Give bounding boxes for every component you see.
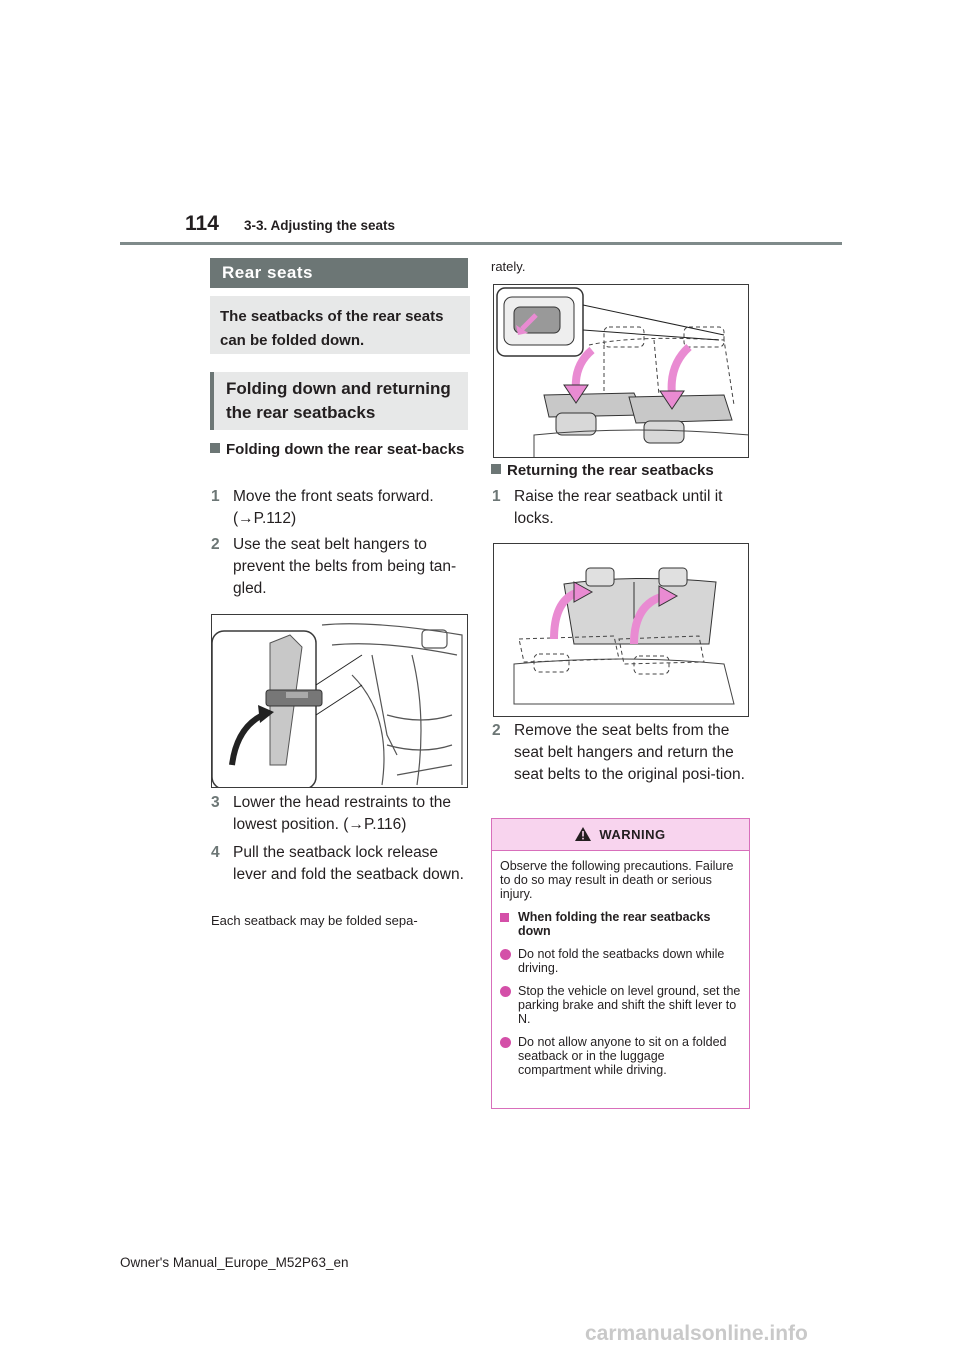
page-number: 114: [185, 212, 219, 235]
raise-seatback-illustration: [513, 567, 735, 705]
watermark: carmanualsonline.info: [585, 1322, 808, 1345]
seat-belt-hanger-figure: [211, 614, 468, 788]
square-bullet-icon: [210, 443, 220, 453]
section-heading: Rear seats: [210, 258, 468, 288]
warning-intro: Observe the following precautions. Failu…: [500, 859, 734, 901]
section-title: 3-3. Adjusting the seats: [244, 218, 396, 233]
raise-seatback-figure: [493, 543, 749, 717]
warning-box: WARNING Observe the following precaution…: [491, 818, 750, 1109]
warning-subhead: When folding the rear seatbacks down: [500, 910, 741, 938]
warning-bullet: Stop the vehicle on level ground, set th…: [500, 984, 741, 1026]
square-bullet-icon: [491, 464, 501, 474]
fold-seatback-figure: [493, 284, 749, 458]
intro-box: The seatbacks of the rear seats can be f…: [210, 296, 470, 354]
warning-triangle-icon: [575, 827, 592, 841]
bullet-dot-icon: [500, 986, 511, 997]
note-continuation: rately.: [491, 259, 526, 274]
bullet-dot-icon: [500, 949, 511, 960]
subsection-heading: Folding down and returning the rear seat…: [210, 372, 468, 430]
header-rule: [120, 242, 842, 245]
warning-header: WARNING: [492, 819, 749, 851]
bullet-dot-icon: [500, 1037, 511, 1048]
seat-belt-hanger-illustration: [212, 623, 463, 787]
return-heading: Returning the rear seatbacks: [491, 461, 751, 481]
fold-seatback-illustration: [496, 287, 748, 457]
warning-bullet: Do not allow anyone to sit on a folded s…: [500, 1035, 741, 1077]
footer-text: Owner's Manual_Europe_M52P63_en: [120, 1255, 349, 1270]
fold-heading: Folding down the rear seat-backs: [210, 440, 470, 460]
square-bullet-icon: [500, 913, 509, 922]
note-text: Each seatback may be folded sepa-: [211, 913, 418, 928]
warning-bullet: Do not fold the seatbacks down while dri…: [500, 947, 741, 975]
